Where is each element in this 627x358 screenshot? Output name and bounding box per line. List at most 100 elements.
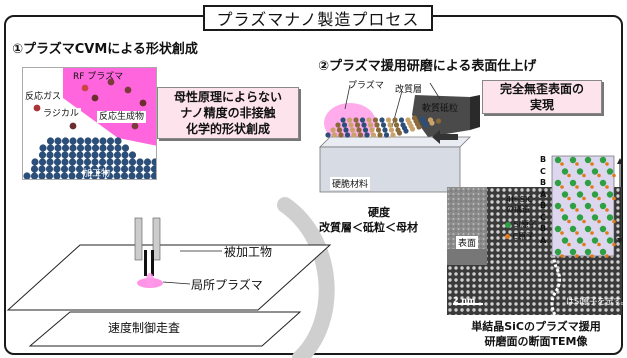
si-atom	[584, 156, 592, 164]
abrasive-grain	[366, 117, 372, 123]
workpiece-atom	[121, 144, 130, 152]
abrasive-grain	[344, 132, 351, 138]
abrasive-grain	[427, 117, 434, 123]
workpiece-atom	[84, 137, 92, 145]
si-atom	[599, 248, 607, 256]
c-atom	[560, 231, 564, 235]
workpiece-atom	[23, 172, 31, 179]
si-atom	[599, 202, 607, 210]
workpiece-atom	[84, 144, 92, 152]
c-atom	[560, 254, 564, 258]
workpiece-atom	[106, 158, 114, 166]
workpiece-atom	[38, 158, 47, 166]
reaction-particle	[33, 104, 41, 112]
section1-heading: ①プラズマCVMによる形状創成	[12, 42, 198, 57]
workpiece-atom	[61, 151, 69, 159]
workpiece-atom	[46, 158, 54, 166]
abrasive-grain	[330, 127, 336, 133]
workpiece-atom	[150, 172, 156, 179]
local-plasma-label: 局所プラズマ	[191, 278, 263, 292]
si-atom	[576, 191, 584, 198]
stack-letter: C	[540, 212, 546, 222]
abrasive-grain	[387, 122, 393, 128]
stack-letter: B	[540, 155, 547, 164]
c-atom	[567, 173, 571, 178]
hard-material-label: 硬脆材料	[330, 177, 371, 190]
abrasive-grain	[400, 122, 406, 128]
page-title: プラズマナノ製造プロセス	[203, 5, 433, 31]
abrasive-grain	[419, 116, 426, 122]
si-atom-icon	[505, 221, 511, 228]
stack-letter: A	[540, 189, 547, 199]
abrasive-grain	[388, 127, 395, 133]
c-atom	[567, 219, 571, 224]
si-atom-legend: Si原子	[505, 219, 537, 230]
stack-letter: B	[540, 201, 547, 210]
workpiece-atom	[46, 151, 54, 159]
abrasive-grain	[393, 122, 400, 128]
tem-scale-label: 2 nm	[453, 296, 476, 305]
reaction-particle	[124, 86, 132, 94]
workpiece-atom	[98, 172, 106, 179]
c-atom	[605, 208, 609, 212]
workpiece-atom	[46, 144, 55, 152]
c-atom	[597, 173, 601, 178]
c-atom	[612, 219, 616, 224]
workpiece-atom	[136, 158, 144, 166]
abrasive-grain	[341, 122, 348, 128]
workpiece-atom	[113, 172, 121, 179]
c-atom	[612, 196, 616, 201]
workpiece-atom	[53, 172, 61, 179]
si-atom	[561, 237, 569, 244]
si-atom	[554, 156, 562, 164]
c-atom	[567, 242, 571, 247]
workpiece-atom	[128, 172, 136, 179]
workpiece-atom	[105, 165, 114, 173]
workpiece-atom	[143, 165, 151, 173]
workpiece-atom	[150, 165, 156, 173]
si-atom	[561, 168, 569, 175]
tem-caption: 単結晶SiCのプラズマ援用 研磨面の断面TEM像	[451, 319, 621, 349]
reaction-particle	[131, 122, 139, 130]
plasma-cvm-diagram: RF プラズマ 反応ガス ラジカル 反応生成物 加工物	[22, 67, 157, 180]
workpiece-atom	[76, 158, 84, 166]
workpiece-atom	[91, 151, 99, 159]
workpiece-atom	[83, 151, 92, 159]
workpiece-atom	[120, 172, 129, 179]
si-atom	[561, 214, 569, 221]
workpiece-atom	[68, 165, 76, 173]
workpiece-atom	[76, 137, 85, 145]
abrasive-grain	[385, 117, 392, 123]
c-atom	[560, 162, 564, 166]
cvm-callout-line-1: 母性原理によらない	[173, 90, 282, 104]
workpiece-atom	[75, 165, 84, 173]
sic-crystal-structure	[551, 155, 623, 258]
abrasive-grain	[398, 117, 405, 123]
c-atom-legend: C原子	[505, 231, 534, 242]
workpiece-atom	[68, 158, 77, 166]
tem-si-note: はSi原子を示す。	[566, 297, 627, 306]
si-atom	[584, 225, 592, 233]
workpiece-atom	[83, 165, 91, 173]
abrasive-grain	[390, 132, 396, 138]
workpiece-atom	[121, 158, 129, 166]
workpiece-atom	[61, 158, 69, 166]
workpiece-atom	[38, 165, 46, 173]
si-atom	[576, 168, 584, 175]
stack-letter: B	[540, 178, 547, 187]
workpiece-atom	[91, 144, 100, 152]
polish-callout-line-1: 完全無歪表面の	[499, 82, 584, 96]
abrasive-grain	[340, 117, 346, 123]
si-atom	[591, 168, 599, 175]
workpiece-atom	[61, 144, 70, 152]
workpiece-atom	[105, 172, 114, 179]
c-atom	[582, 173, 586, 178]
c-atom	[597, 219, 601, 224]
c-atom	[590, 162, 594, 166]
workpiece-atom	[68, 151, 77, 159]
c-atom	[605, 254, 609, 258]
plasma-cvm-graphic	[23, 68, 156, 179]
workpiece-atom	[128, 158, 137, 166]
section2-heading: ②プラズマ援用研磨による表面仕上げ	[318, 59, 537, 74]
